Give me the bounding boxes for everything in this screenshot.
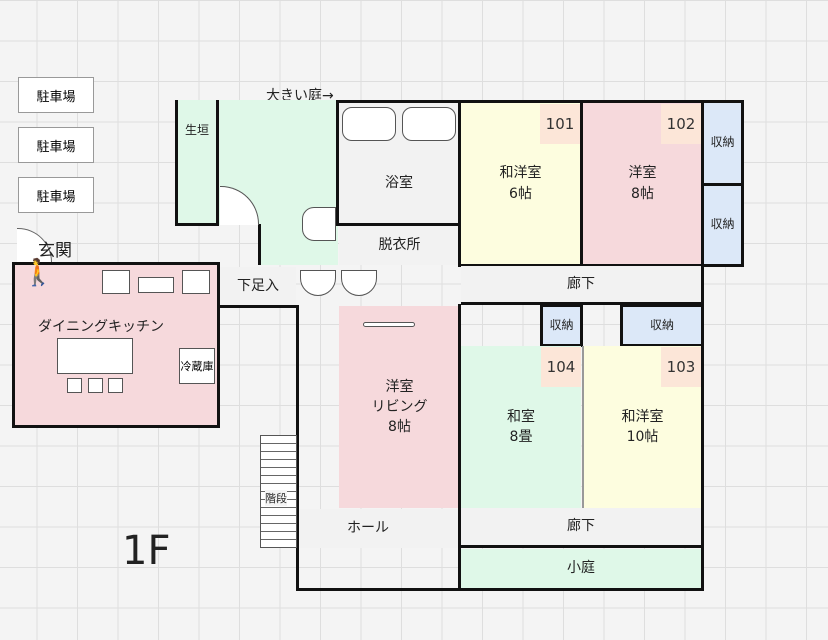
corridor[interactable]: 廊下: [461, 508, 701, 548]
wall: [296, 305, 299, 590]
corridor[interactable]: 廊下: [461, 266, 701, 305]
room-label: 収納: [710, 135, 735, 150]
entrance-label: 玄関: [38, 241, 72, 261]
sink-icon: [138, 277, 174, 293]
room-label: ダイニングキッチン: [38, 319, 164, 335]
room-number: 101: [540, 104, 580, 144]
washbasin-icon: [300, 270, 336, 296]
bathtub-icon: [342, 107, 396, 141]
stairs-label: 階段: [265, 490, 287, 506]
room-number: 103: [661, 347, 701, 387]
toilet-icon: [302, 207, 336, 241]
bathtub-icon: [402, 107, 456, 141]
ceiling-light-icon: [363, 322, 415, 327]
room-label: 和洋室 6帖: [499, 165, 542, 202]
parking-space[interactable]: 駐車場: [18, 77, 94, 113]
shoe-cabinet[interactable]: 下足入: [220, 267, 296, 305]
room-label: 浴室: [385, 174, 413, 191]
chair-icon: [88, 378, 103, 393]
chair-icon: [108, 378, 123, 393]
room-label: 洋室 8帖: [628, 165, 657, 202]
parking-space[interactable]: 駐車場: [18, 177, 94, 213]
room-label: 洋室 リビング 8帖: [371, 378, 428, 436]
hall[interactable]: ホール: [299, 509, 458, 548]
room-label: 廊下: [567, 275, 595, 292]
storage[interactable]: 収納: [701, 100, 744, 186]
fridge: 冷蔵庫: [179, 348, 215, 384]
room-label: 廊下: [567, 518, 595, 535]
room-label: 和室 8畳: [507, 408, 535, 445]
parking-space[interactable]: 駐車場: [18, 127, 94, 163]
storage[interactable]: 収納: [620, 304, 704, 347]
room-label: 和洋室 10帖: [621, 408, 664, 445]
room-living[interactable]: 洋室 リビング 8帖: [339, 306, 460, 508]
room-label: 収納: [549, 317, 574, 332]
small-garden[interactable]: 小庭: [461, 549, 701, 588]
room-label: 生垣: [184, 123, 209, 137]
room-label: 収納: [649, 317, 674, 332]
chair-icon: [67, 378, 82, 393]
room-label: 下足入: [237, 277, 279, 294]
storage[interactable]: 収納: [701, 183, 744, 267]
room-label: ホール: [347, 520, 389, 537]
room-number: 102: [661, 104, 701, 144]
room-label: 脱衣所: [378, 237, 421, 254]
sink-icon: [182, 270, 210, 294]
person-walking-icon: 🚶: [22, 258, 55, 288]
floor-label: 1F: [122, 528, 171, 574]
room-label: 小庭: [567, 560, 595, 577]
wall: [217, 305, 299, 308]
storage[interactable]: 収納: [540, 304, 583, 347]
wall: [296, 588, 704, 591]
stove-icon: [102, 270, 130, 294]
room-label: 収納: [710, 217, 735, 232]
dining-table-icon: [57, 338, 133, 374]
room-hedge[interactable]: 生垣: [175, 100, 219, 226]
room-number: 104: [541, 347, 581, 387]
wall: [458, 304, 461, 589]
room-dressing[interactable]: 脱衣所: [339, 226, 460, 265]
wall: [701, 266, 704, 590]
washbasin-icon: [341, 270, 377, 296]
